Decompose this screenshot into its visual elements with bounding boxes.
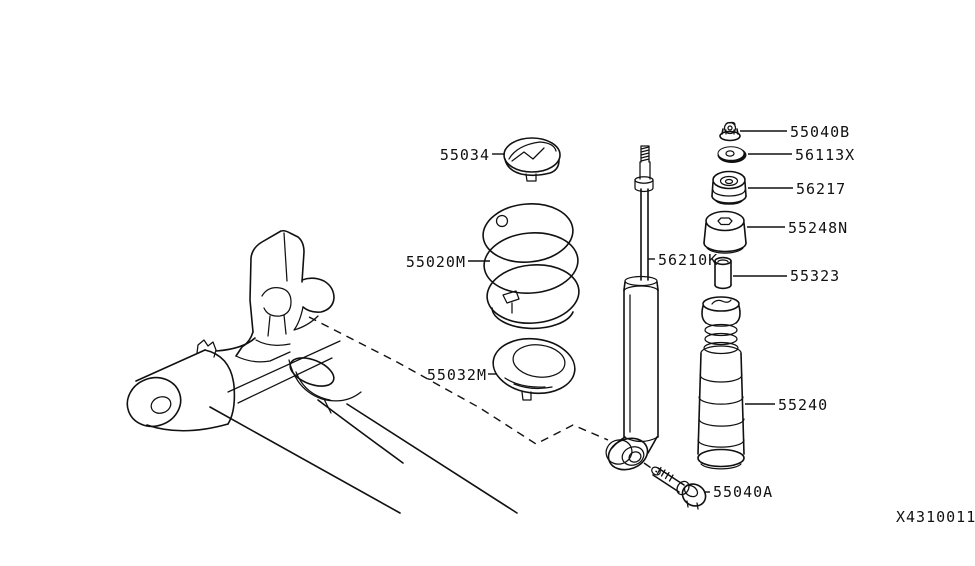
mount-nut-drawing (719, 121, 741, 142)
coil-spring-drawing (482, 203, 580, 330)
upper-spring-seat-drawing (503, 137, 561, 182)
lower-mount-bolt-drawing (651, 466, 707, 510)
label-lower-bushing: 55248N (788, 219, 848, 237)
lower-bushing-drawing (703, 210, 747, 254)
diagram-code: X4310011 (896, 508, 975, 526)
axle-beam-drawing (126, 229, 518, 514)
lower-spring-seat-drawing (492, 337, 576, 401)
label-mount-washer: 56113X (795, 146, 855, 164)
part-labels: 55034 55020M 55032M 56210K 55040B 56113X… (406, 123, 855, 501)
label-shock-absorber: 56210K (658, 251, 718, 269)
label-lower-spring-seat: 55032M (427, 366, 487, 384)
shock-absorber-drawing (605, 145, 659, 471)
label-upper-spring-seat: 55034 (440, 146, 490, 164)
label-spacer-tube: 55323 (790, 267, 840, 285)
mount-washer-drawing (717, 146, 747, 163)
label-lower-mount-bolt: 55040A (713, 483, 773, 501)
dashed-reference-line (308, 316, 658, 473)
spacer-tube-drawing (714, 256, 732, 290)
label-bound-bumper-cover: 55240 (778, 396, 828, 414)
upper-bushing-drawing (711, 170, 747, 205)
label-coil-spring: 55020M (406, 253, 466, 271)
label-upper-bushing: 56217 (796, 180, 846, 198)
leader-lines (468, 130, 793, 493)
label-mount-nut: 55040B (790, 123, 850, 141)
bound-bumper-cover-drawing (697, 296, 745, 470)
